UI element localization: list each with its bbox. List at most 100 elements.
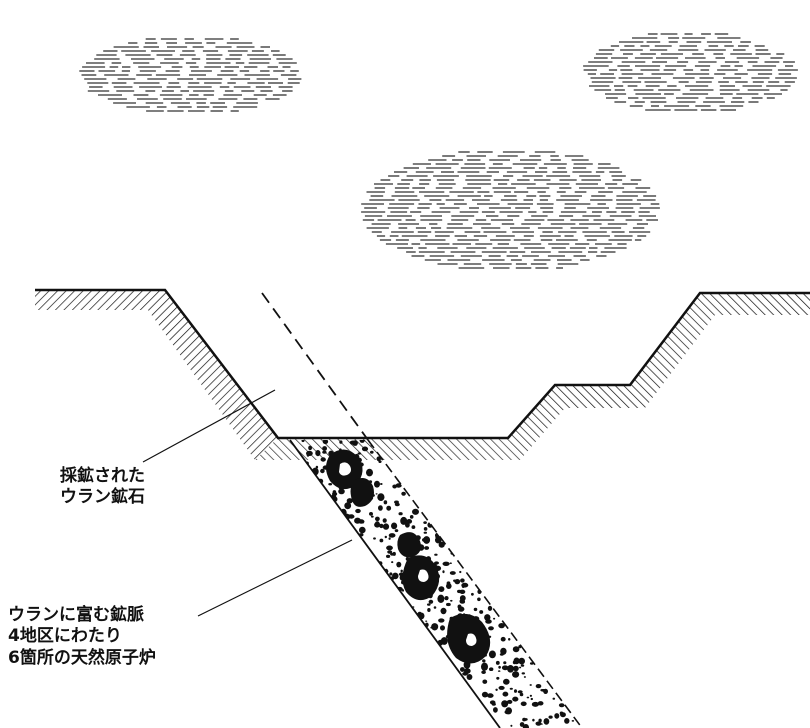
ore-speckle [424, 622, 429, 628]
ore-speckle [392, 551, 396, 556]
ore-speckle [459, 600, 466, 604]
ore-speckle [521, 672, 525, 675]
ore-speckle [501, 700, 509, 708]
ore-speckle [500, 647, 507, 655]
ore-speckle [523, 676, 527, 678]
ore-speckle [532, 718, 535, 722]
ore-speckle [529, 684, 532, 686]
ore-speckle [463, 668, 471, 674]
label-line: 採鉱された [60, 466, 145, 486]
ore-speckle [559, 711, 564, 715]
ore-speckle [315, 465, 319, 469]
ore-speckle [423, 536, 431, 544]
ore-speckle [529, 694, 533, 697]
ore-speckle [564, 718, 570, 724]
ore-speckle [530, 697, 533, 701]
ore-speckle [345, 514, 351, 518]
ore-speckle [357, 452, 362, 455]
ore-speckle [359, 526, 366, 534]
ore-speckle [481, 691, 489, 698]
ore-speckle [501, 665, 509, 671]
ore-speckle [487, 693, 494, 698]
ore-speckle [388, 533, 396, 538]
ore-speckle [435, 533, 443, 542]
ore-speckle [375, 516, 380, 522]
ore-speckle [308, 445, 312, 451]
ore-speckle [375, 521, 380, 526]
ore-speckle [320, 468, 325, 474]
ore-speckle [487, 605, 493, 611]
ore-speckle [438, 541, 445, 548]
ore-speckle [382, 518, 387, 523]
ore-speckle [383, 500, 388, 505]
ore-speckle [537, 701, 544, 706]
ore-speckle [481, 670, 486, 674]
ore-speckle [498, 670, 501, 672]
ore-speckle [396, 561, 402, 568]
ore-speckle [484, 614, 491, 621]
ore-speckle [425, 620, 428, 622]
ore-speckle [349, 440, 357, 445]
ore-speckle [378, 505, 383, 511]
ore-speckle [438, 618, 445, 623]
ore-speckle [535, 721, 542, 726]
ore-speckle [422, 538, 427, 542]
ore-speckle [395, 483, 402, 488]
ore-speckle [507, 665, 514, 673]
ore-speckle [431, 623, 439, 631]
ore-speckle [505, 707, 512, 715]
ore-speckle [423, 531, 427, 534]
ore-speckle [457, 589, 462, 594]
ore-speckle [531, 701, 540, 707]
ore-speckle [529, 662, 534, 665]
ore-speckle [306, 453, 310, 457]
ore-speckle [375, 493, 378, 495]
ore-speckle [481, 662, 488, 671]
ore-speckle [477, 597, 481, 602]
ore-speckle [373, 537, 376, 540]
ore-speckle [428, 599, 434, 604]
cloud-icon [583, 33, 798, 111]
ore-speckle [522, 724, 530, 728]
label-line: 4地区にわたり [8, 626, 122, 647]
ore-speckle [405, 522, 410, 528]
uranium-ore-vein [289, 439, 583, 728]
cloud-center [361, 151, 660, 269]
ore-speckle [517, 690, 523, 694]
ore-speckle [355, 508, 361, 514]
ore-speckle [538, 718, 542, 723]
ore-speckle [322, 440, 329, 445]
ore-speckle [548, 715, 553, 719]
ore-speckle [518, 645, 522, 649]
ore-speckle [437, 639, 443, 646]
ore-speckle [322, 446, 327, 451]
cloud-icon [361, 151, 660, 269]
ore-speckle [328, 483, 333, 486]
ground-surface-line [35, 288, 810, 440]
ore-speckle [361, 521, 364, 524]
ore-speckle [440, 607, 447, 615]
ore-speckle [409, 515, 414, 519]
ore-speckle [526, 696, 530, 699]
cloud-left [79, 38, 302, 112]
ore-speckle [418, 612, 425, 620]
ore-speckle [387, 550, 393, 554]
ore-speckle [498, 685, 505, 690]
ore-speckle [442, 570, 445, 574]
ore-speckle [338, 488, 345, 495]
ore-speckle [389, 572, 393, 576]
ore-speckle [460, 667, 465, 672]
ore-speckle [459, 570, 462, 574]
ore-speckle [374, 480, 380, 488]
ore-speckle [359, 440, 365, 443]
ore-speckle [450, 599, 453, 602]
ore-speckle [322, 450, 327, 454]
ore-speckle [488, 650, 496, 659]
ore-speckle [558, 703, 565, 708]
ore-speckle [495, 660, 500, 665]
ore-speckle [489, 667, 494, 671]
cloud-icon [79, 38, 302, 112]
ore-speckle [482, 679, 488, 684]
ore-speckle [500, 636, 506, 642]
ore-speckle [461, 582, 469, 588]
